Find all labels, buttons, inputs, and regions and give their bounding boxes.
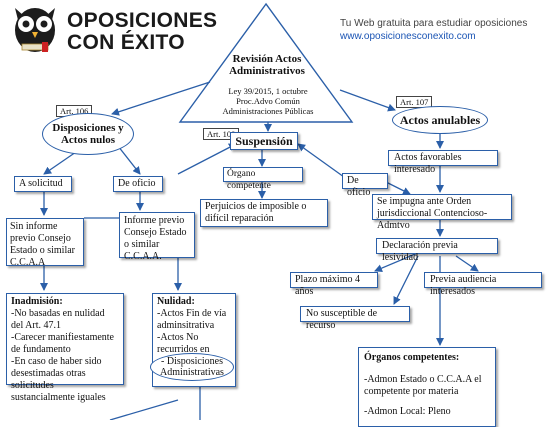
triangle-proc1: Proc.Advo Común — [236, 96, 300, 106]
organos-title: Órganos competentes: — [364, 352, 460, 363]
logo-title-line2: CON ÉXITO — [67, 31, 185, 54]
actos-anulables-node: Actos anulables — [392, 106, 488, 134]
triangle-law: Ley 39/2015, 1 octubre — [228, 86, 308, 96]
perjuicios-node: Perjuicios de imposible o difícil repara… — [200, 199, 328, 227]
inadmision-item: -No basadas en nulidad del Art. 47.1 — [11, 308, 105, 331]
actos-favorables-node: Actos favorables interesado — [388, 150, 498, 175]
inadmision-title: Inadmisión: — [11, 296, 63, 307]
header-triangle — [178, 2, 354, 123]
inadmision-item: -En caso de haber sido desestimadas otra… — [11, 356, 106, 403]
suspension-node: Suspensión — [230, 132, 298, 150]
de-oficio-left-node: De oficio — [113, 176, 163, 192]
nulidad-item: -Actos Fin de vía adminsitrativa — [157, 308, 227, 331]
owl-logo-icon — [15, 8, 55, 52]
sin-informe-node: Sin informe previo Consejo Estado o simi… — [6, 218, 84, 268]
disposiciones-administrativas-node: - Disposiciones Administrativas — [150, 353, 234, 381]
site-url-link[interactable]: www.oposicionesconexito.com — [340, 31, 476, 42]
plazo-maximo-node: Plazo máximo 4 años — [290, 272, 378, 297]
organos-item: -Admon Local: Pleno — [364, 406, 451, 417]
inadmision-node: Inadmisión: -No basadas en nulidad del A… — [6, 293, 124, 403]
declaracion-lesividad-node: Declaración previa lesividad — [376, 238, 498, 263]
no-susceptible-node: No susceptible de recurso — [300, 306, 410, 331]
informe-previo-node: Informe previo Consejo Estado o similar … — [119, 212, 195, 262]
organos-item: -Admon Estado o C.C.A.A el competente po… — [364, 374, 482, 397]
triangle-proc2: Administraciones Públicas — [222, 106, 314, 116]
a-solicitud-node: A solicitud — [14, 176, 72, 192]
previa-audiencia-node: Previa audiencia interesados — [424, 272, 542, 297]
site-tagline: Tu Web gratuita para estudiar oposicione… — [340, 18, 528, 29]
triangle-title: Revisión Actos Administrativos — [229, 53, 305, 77]
organo-competente-node: Órgano competente — [223, 167, 303, 191]
de-oficio-right-node: De oficio — [342, 173, 388, 198]
logo-title-line1: OPOSICIONES — [67, 9, 218, 32]
inadmision-item: -Carecer manifiestamente de fundamento — [11, 332, 114, 355]
nulidad-title: Nulidad: — [157, 296, 195, 307]
se-impugna-node: Se impugna ante Orden jurisdiccional Con… — [372, 194, 512, 231]
organos-competentes-node: Órganos competentes: -Admon Estado o C.C… — [358, 347, 496, 427]
disposiciones-actos-nulos-node: Disposiciones y Actos nulos — [42, 113, 134, 155]
